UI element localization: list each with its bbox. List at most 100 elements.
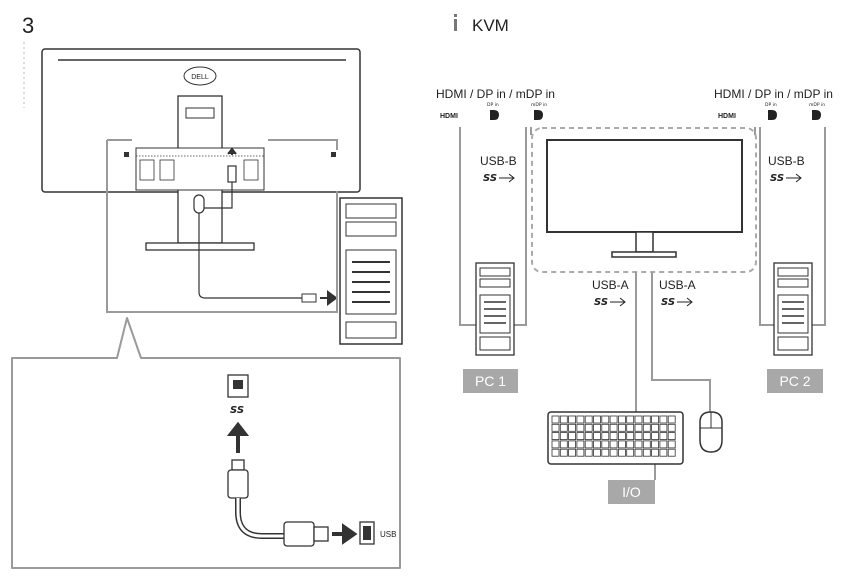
kvm-monitor-dashed-outline <box>531 127 757 273</box>
keyboard-key <box>626 432 635 441</box>
keyboard-key <box>584 440 593 449</box>
keyboard-key <box>634 423 643 432</box>
keyboard-key <box>568 423 576 432</box>
keyboard-key <box>584 423 593 432</box>
keyboard-key <box>584 415 593 424</box>
keyboard-key <box>593 432 601 441</box>
usb-b-plug <box>227 469 249 499</box>
io-label: I/O <box>622 484 641 500</box>
keyboard-key <box>593 448 601 457</box>
io-label-box <box>608 480 655 504</box>
usb-cable-zoom: SS USB <box>226 374 396 547</box>
keyboard-key <box>618 432 626 441</box>
keyboard-key <box>659 432 668 441</box>
usb-a-left-trident-icon <box>610 297 626 307</box>
usb-port-caption: USB <box>380 530 396 539</box>
keyboard-key <box>634 432 643 441</box>
keyboard-key <box>601 448 610 457</box>
keyboard-key <box>609 440 618 449</box>
io-lines <box>635 272 711 480</box>
keyboard-key <box>626 448 635 457</box>
keyboard-key <box>584 432 593 441</box>
keyboard-key <box>576 415 585 424</box>
keyboard-key <box>609 415 618 424</box>
keyboard-key <box>593 415 601 424</box>
keyboard-key <box>609 423 618 432</box>
keyboard-key <box>651 432 659 441</box>
keyboard-key <box>568 415 576 424</box>
usb-a-left-label: USB-A <box>592 278 629 292</box>
keyboard-key <box>667 423 676 432</box>
usb-b-left-trident-icon <box>499 173 515 183</box>
keyboard-key <box>568 432 576 441</box>
keyboard-key <box>651 448 659 457</box>
keyboard-key <box>551 432 560 441</box>
displayport-icon-right <box>768 110 777 120</box>
keyboard-key <box>576 448 585 457</box>
mini-displayport-icon <box>534 110 543 120</box>
keyboard-key <box>667 448 676 457</box>
keyboard-key <box>559 415 568 424</box>
keyboard-key <box>659 440 668 449</box>
keyboard-key <box>618 423 626 432</box>
section-header: KVM <box>454 14 509 35</box>
mdp-in-small-label: mDP in <box>531 102 547 108</box>
ss-usb-b-left-logo: SS <box>483 173 497 184</box>
keyboard-key <box>576 440 585 449</box>
dp-in-small-label-right: DP in <box>765 102 777 108</box>
keyboard-key <box>568 448 576 457</box>
keyboard-key <box>642 440 651 449</box>
keyboard-key <box>634 448 643 457</box>
keyboard-key <box>609 448 618 457</box>
dp-in-small-label: DP in <box>487 102 499 108</box>
ss-usb-b-right-logo: SS <box>770 173 784 184</box>
keyboard-key <box>642 432 651 441</box>
pc1-label-box <box>463 369 518 393</box>
keyboard-key <box>601 432 610 441</box>
usb-a-plug <box>283 521 315 547</box>
dell-logo: DELL <box>191 74 209 81</box>
keyboard-key <box>584 448 593 457</box>
keyboard-key <box>659 448 668 457</box>
right-arrow-icon <box>332 523 358 545</box>
keyboard-key <box>609 432 618 441</box>
mini-displayport-icon-right <box>812 110 821 120</box>
keyboard-key <box>659 415 668 424</box>
keyboard-key <box>651 440 659 449</box>
right-inputs-label: HDMI / DP in / mDP in <box>714 87 833 101</box>
mouse <box>699 411 723 453</box>
step-number: 3 <box>22 13 34 38</box>
kvm-connection-lines <box>459 127 826 326</box>
usb-b-right-trident-icon <box>786 173 802 183</box>
usb-a-right-label: USB-A <box>659 278 696 292</box>
keyboard-key <box>576 423 585 432</box>
keyboard-key <box>618 440 626 449</box>
left-inputs-label: HDMI / DP in / mDP in <box>436 87 555 101</box>
keyboard-key <box>618 415 626 424</box>
keyboard-key <box>667 440 676 449</box>
keyboard-key <box>667 415 676 424</box>
keyboard-key <box>626 423 635 432</box>
keyboard-key <box>593 440 601 449</box>
usb-b-right-label: USB-B <box>768 154 805 168</box>
keyboard-key <box>568 440 576 449</box>
keyboard-key <box>601 440 610 449</box>
up-arrow-icon <box>226 421 250 453</box>
keyboard-key <box>626 415 635 424</box>
pc2-label-box <box>767 369 823 393</box>
right-input-logos: HDMI DP in mDP in <box>718 102 825 120</box>
keyboard-key <box>551 448 560 457</box>
keyboard-key <box>651 415 659 424</box>
zoom-frame <box>11 139 401 569</box>
keyboard-key <box>626 440 635 449</box>
keyboard-key <box>601 423 610 432</box>
keyboard-key <box>559 448 568 457</box>
monitor-rear-view: DELL <box>41 48 361 306</box>
keyboard-key <box>634 415 643 424</box>
keyboard-key <box>551 440 560 449</box>
keyboard-key <box>551 415 560 424</box>
keyboard <box>547 411 684 465</box>
section-title: KVM <box>472 16 509 35</box>
keyboard-key <box>659 423 668 432</box>
